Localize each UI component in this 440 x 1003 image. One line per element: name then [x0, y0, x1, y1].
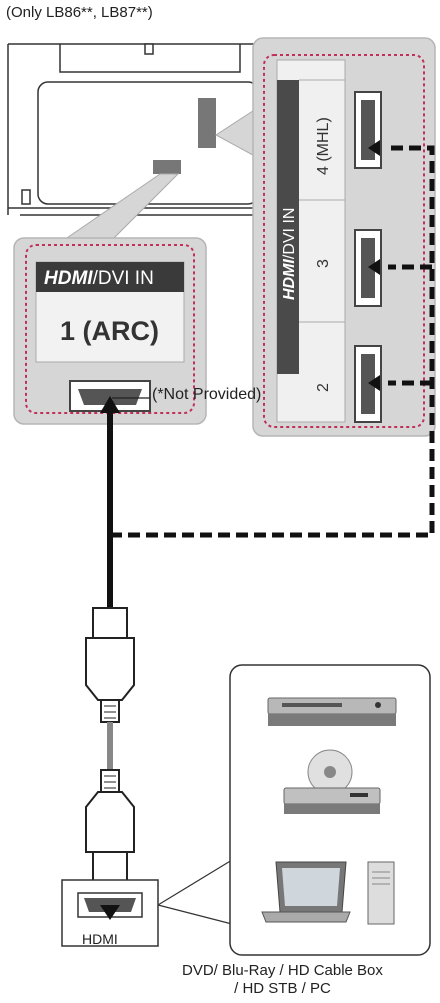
port-label-3: 3	[315, 259, 332, 268]
devices-caption-line2: / HD STB / PC	[234, 980, 331, 997]
arrow-port-3	[368, 259, 380, 275]
arc-panel-title: HDMI/DVI IN	[44, 268, 154, 289]
device-hdmi-connector	[61, 879, 159, 947]
cable-not-provided-note: (*Not Provided)	[152, 386, 262, 403]
side-panel-label-strip	[277, 80, 299, 374]
model-note: (Only LB86**, LB87**)	[6, 4, 153, 21]
arc-panel-title-bar	[36, 262, 184, 292]
port-label-2: 2	[315, 383, 332, 392]
pc-icon	[261, 861, 395, 925]
side-terminal-block	[198, 98, 216, 148]
port-label-4: 4 (MHL)	[315, 117, 332, 175]
devices-caption-line1: DVD/ Blu-Ray / HD Cable Box	[182, 962, 383, 979]
hdmi-port-4[interactable]	[354, 91, 382, 169]
arrow-port-2	[368, 375, 380, 391]
hdmi-cable	[85, 396, 135, 891]
alt-connection-dashed	[110, 145, 435, 538]
devices-caption: DVD/ Blu-Ray / HD Cable Box / HD STB / P…	[182, 962, 383, 998]
side-hdmi-panel: HDMI/DVI IN 4 (MHL) 3 2	[252, 37, 436, 437]
arrow-port-4	[368, 140, 380, 156]
device-hdmi-label: HDMI	[82, 931, 118, 947]
rear-callout-wedge	[62, 173, 180, 241]
rear-terminal-block	[153, 160, 181, 174]
blu-ray-player-icon	[283, 749, 381, 814]
dvd-player-icon	[267, 697, 397, 726]
side-panel-title: HDMI/DVI IN	[281, 208, 298, 300]
arc-port-label: 1 (ARC)	[60, 316, 159, 346]
arc-hdmi-panel: HDMI/DVI IN 1 (ARC)	[13, 237, 207, 425]
